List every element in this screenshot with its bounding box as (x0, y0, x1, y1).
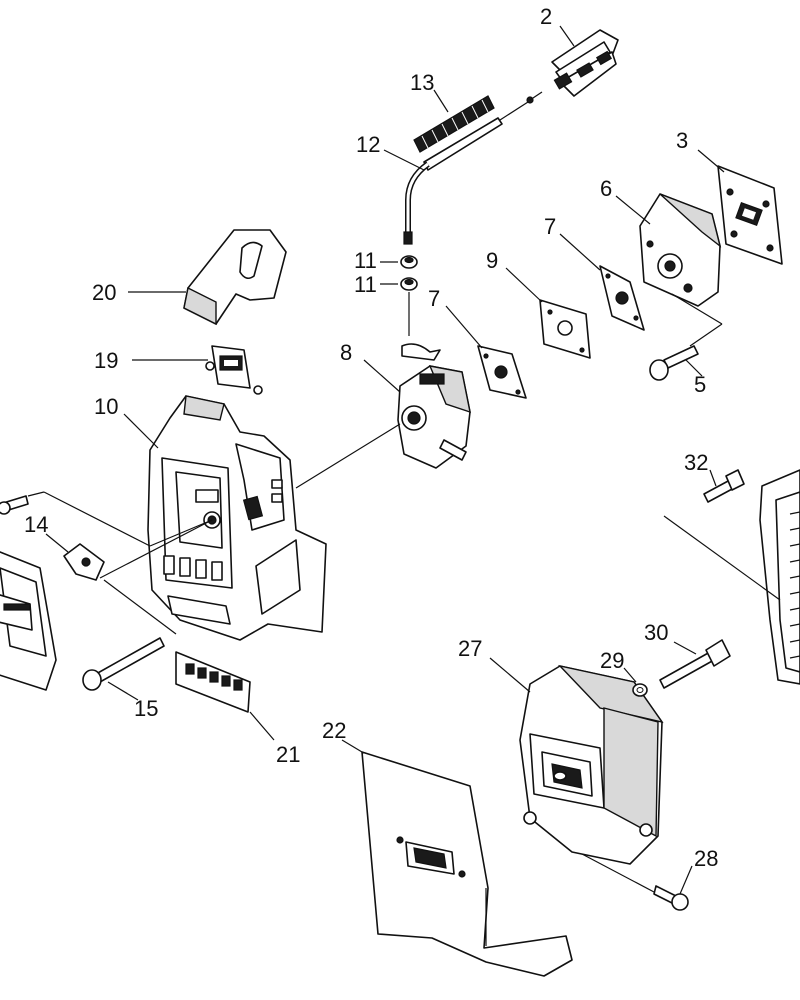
callout-13: 13 (410, 70, 434, 95)
part-13-spring (413, 95, 495, 153)
part-5-bolt (649, 345, 699, 381)
callout-6: 6 (600, 176, 612, 201)
callout-29: 29 (600, 648, 624, 673)
part-12-throttle-cable (403, 91, 543, 245)
part-28-screw (653, 885, 689, 911)
part-29-washer (632, 683, 648, 697)
callout-3: 3 (676, 128, 688, 153)
callout-labels: 2 3 5 6 7 7 8 9 10 11 11 12 13 14 15 19 … (24, 4, 718, 871)
part-7-gasket-lower (477, 345, 527, 399)
callout-19: 19 (94, 348, 118, 373)
part-2-throttle-assembly (551, 29, 619, 97)
part-32-bolt (703, 469, 745, 503)
callout-27: 27 (458, 636, 482, 661)
part-8-carburetor (397, 343, 471, 469)
bolt-upper-left (0, 495, 29, 515)
callout-21: 21 (276, 742, 300, 767)
part-19-bracket (205, 345, 263, 395)
callout-20: 20 (92, 280, 116, 305)
part-27-muffler (519, 664, 664, 865)
part-10-housing (147, 395, 327, 641)
cylinder-fins (759, 469, 800, 685)
callout-8: 8 (340, 340, 352, 365)
part-11-nut-upper (400, 255, 418, 269)
callout-32: 32 (684, 450, 708, 475)
callout-12: 12 (356, 132, 380, 157)
part-7-gasket-upper (599, 265, 645, 331)
housing-vent-slots (163, 555, 223, 581)
callout-15: 15 (134, 696, 158, 721)
part-6-insulator (639, 193, 722, 307)
part-9-plate (539, 299, 591, 359)
part-14-bracket (63, 543, 105, 581)
callout-2: 2 (540, 4, 552, 29)
callout-11-lower: 11 (354, 272, 377, 297)
air-filter-cover (0, 551, 57, 691)
part-21-comb (175, 651, 251, 713)
part-11-nut-lower (400, 277, 418, 291)
part-30-bolt (659, 639, 731, 689)
callout-7-upper: 7 (544, 214, 556, 239)
callout-leaders (45, 25, 725, 895)
callout-5: 5 (694, 372, 706, 397)
callout-7-lower: 7 (428, 286, 440, 311)
assembly-lines (27, 293, 781, 893)
part-20-cover (183, 229, 287, 326)
callout-9: 9 (486, 248, 498, 273)
callout-30: 30 (644, 620, 668, 645)
callout-14: 14 (24, 512, 48, 537)
part-15-bolt (82, 637, 165, 691)
part-3-gasket (717, 165, 783, 265)
callout-28: 28 (694, 846, 718, 871)
callout-11-upper: 11 (354, 248, 377, 273)
callout-22: 22 (322, 718, 346, 743)
callout-10: 10 (94, 394, 118, 419)
part-22-heat-shield (361, 751, 573, 977)
